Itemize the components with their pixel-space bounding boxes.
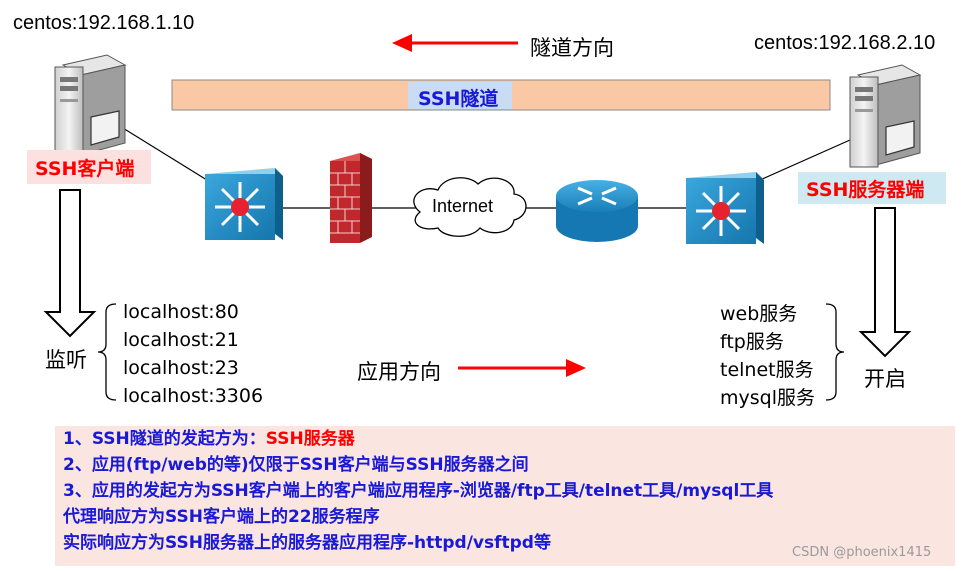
server-server-icon bbox=[850, 65, 920, 167]
server-service-item: ftp服务 bbox=[720, 328, 815, 356]
router-icon bbox=[556, 180, 638, 242]
server-service-item: web服务 bbox=[720, 300, 815, 328]
client-label: SSH客户端 bbox=[35, 154, 134, 181]
note-line-1-highlight: SSH服务器 bbox=[266, 429, 355, 449]
client-port-item: localhost:23 bbox=[123, 354, 263, 382]
right-switch-icon bbox=[686, 172, 764, 244]
watermark: CSDN @phoenix1415 bbox=[792, 545, 931, 560]
application-direction-label: 应用方向 bbox=[357, 356, 441, 386]
client-port-item: localhost:80 bbox=[123, 298, 263, 326]
note-line-1-prefix: 1、SSH隧道的发起方为： bbox=[63, 429, 266, 449]
server-label: SSH服务器端 bbox=[806, 175, 924, 202]
client-port-item: localhost:21 bbox=[123, 326, 263, 354]
tunnel-direction-label: 隧道方向 bbox=[530, 32, 614, 62]
note-line-3: 3、应用的发起方为SSH客户端上的客户端应用程序-浏览器/ftp工具/telne… bbox=[55, 478, 955, 504]
client-port-item: localhost:3306 bbox=[123, 382, 263, 410]
server-down-arrow bbox=[861, 208, 909, 356]
client-server-icon bbox=[55, 55, 125, 157]
server-ip: centos:192.168.2.10 bbox=[754, 32, 935, 55]
client-down-arrow bbox=[46, 190, 94, 336]
server-services-list: web服务 ftp服务 telnet服务 mysql服务 bbox=[720, 300, 815, 412]
left-switch-icon bbox=[205, 168, 283, 240]
client-ip: centos:192.168.1.10 bbox=[13, 12, 194, 35]
note-line-4: 代理响应方为SSH客户端上的22服务程序 bbox=[55, 504, 955, 530]
client-action-label: 监听 bbox=[45, 344, 87, 374]
tunnel-direction-arrow bbox=[392, 34, 518, 52]
note-line-2: 2、应用(ftp/web的等)仅限于SSH客户端与SSH服务器之间 bbox=[55, 452, 955, 478]
client-ports-list: localhost:80 localhost:21 localhost:23 l… bbox=[123, 298, 263, 410]
server-service-item: mysql服务 bbox=[720, 384, 815, 412]
note-line-1: 1、SSH隧道的发起方为：SSH服务器 bbox=[55, 426, 955, 452]
ssh-tunnel-label: SSH隧道 bbox=[418, 84, 498, 111]
server-service-item: telnet服务 bbox=[720, 356, 815, 384]
application-direction-arrow bbox=[458, 359, 586, 377]
firewall-icon bbox=[330, 153, 372, 243]
server-action-label: 开启 bbox=[864, 363, 906, 393]
internet-label: Internet bbox=[432, 196, 493, 217]
server-services-brace bbox=[826, 304, 844, 400]
client-ports-brace bbox=[98, 304, 116, 400]
